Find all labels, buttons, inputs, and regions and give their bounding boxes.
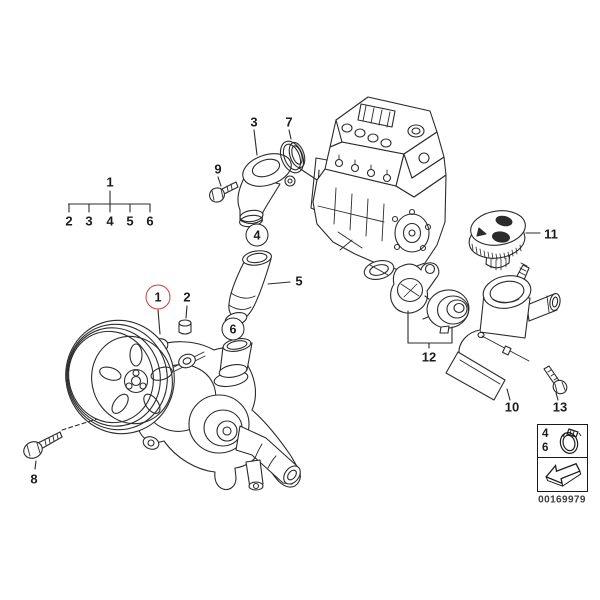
tree-child-label-4: 4 — [106, 213, 114, 229]
callout-5: 5 — [295, 273, 303, 289]
hose-clamp-icon — [556, 426, 584, 456]
legend-box: 4 6 — [537, 424, 588, 492]
bolt-8-drawing — [21, 419, 97, 469]
callout-11: 11 — [544, 226, 558, 242]
bolt-9-drawing — [207, 177, 238, 205]
housing-drawing — [446, 263, 561, 400]
callout-6-circled: 6 — [221, 317, 245, 341]
thermostat-gasket-drawing — [391, 263, 472, 348]
tree-child-label-2: 2 — [65, 213, 73, 229]
callout-10: 10 — [504, 399, 520, 415]
part-number: 00169979 — [538, 494, 586, 506]
legend-clamp-row: 4 6 — [538, 425, 587, 458]
callout-2: 2 — [183, 289, 191, 305]
callout-4-circled: 4 — [245, 223, 269, 247]
bolt-13-drawing — [544, 366, 569, 400]
cap-drawing — [467, 207, 540, 270]
callout-3: 3 — [250, 114, 258, 130]
callout-8: 8 — [30, 471, 38, 487]
callout-13: 13 — [552, 399, 568, 415]
direction-arrow-icon — [542, 460, 584, 488]
callout-9: 9 — [214, 161, 222, 177]
callout-7: 7 — [285, 114, 293, 130]
callout-1-highlighted: 1 — [145, 284, 171, 310]
callout-12: 12 — [421, 349, 437, 365]
legend-arrow-row — [538, 458, 587, 489]
tree-child-label-6: 6 — [146, 213, 154, 229]
hose-drawing — [224, 249, 290, 328]
tree-root-label: 1 — [106, 174, 114, 190]
tree-child-label-5: 5 — [126, 213, 134, 229]
oring-drawing — [276, 130, 317, 180]
hierarchy-tree-lines — [69, 191, 151, 212]
pulley-drawing — [51, 306, 189, 448]
engine-block-drawing — [286, 97, 446, 282]
legend-item-6: 6 — [542, 442, 549, 454]
legend-item-4: 4 — [542, 428, 549, 440]
tree-child-label-3: 3 — [85, 213, 93, 229]
water-pump-drawing — [133, 306, 303, 490]
